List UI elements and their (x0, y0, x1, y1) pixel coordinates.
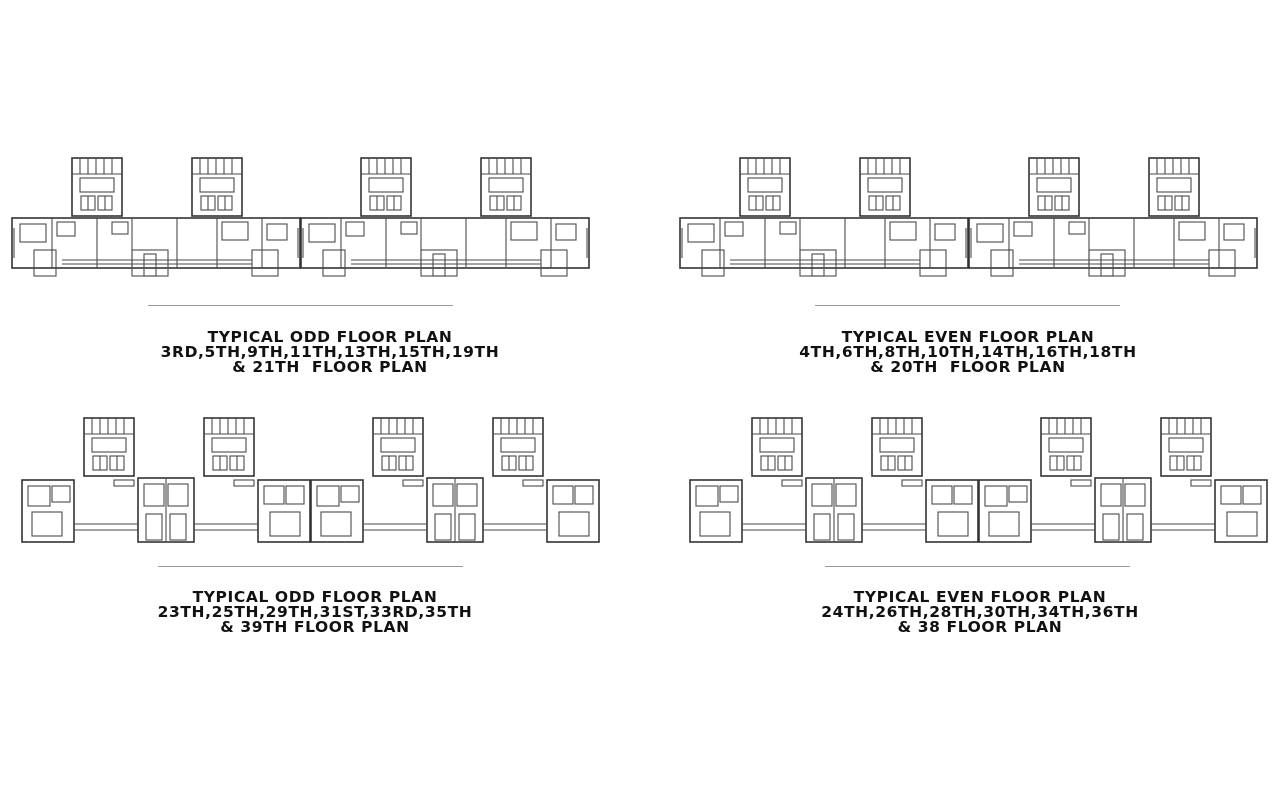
divider-line (815, 305, 1120, 306)
caption-floors: 23TH,25TH,29TH,31ST,33RD,35TH (157, 603, 473, 621)
plan-linework (11, 157, 590, 277)
floor-plan-caption: TYPICAL EVEN FLOOR PLAN 24TH,26TH,28TH,3… (720, 588, 1240, 636)
caption-floors: 24TH,26TH,28TH,30TH,34TH,36TH (821, 603, 1139, 621)
floor-plan-drawing-odd-high (21, 417, 600, 543)
floor-plan-panel-odd-low: TYPICAL ODD FLOOR PLAN 3RD,5TH,9TH,11TH,… (0, 0, 640, 400)
plan-linework (679, 157, 1258, 277)
caption-floors-end: & 21TH FLOOR PLAN (232, 358, 428, 376)
divider-line (148, 305, 453, 306)
floor-plan-panel-even-high: TYPICAL EVEN FLOOR PLAN 24TH,26TH,28TH,3… (640, 400, 1280, 800)
floor-plan-drawing-even-low (679, 157, 1258, 277)
floor-plan-drawing-even-high (689, 417, 1268, 543)
caption-title: TYPICAL ODD FLOOR PLAN (207, 328, 453, 346)
floor-plan-drawing-odd-low (11, 157, 590, 277)
caption-floors-end: & 38 FLOOR PLAN (897, 618, 1063, 636)
plan-linework (21, 417, 600, 543)
caption-title: TYPICAL ODD FLOOR PLAN (192, 588, 438, 606)
divider-line (158, 566, 463, 567)
caption-floors: 3RD,5TH,9TH,11TH,13TH,15TH,19TH (160, 343, 500, 361)
caption-floors: 4TH,6TH,8TH,10TH,14TH,16TH,18TH (799, 343, 1137, 361)
plan-linework (689, 417, 1268, 543)
caption-floors-end: & 39TH FLOOR PLAN (220, 618, 410, 636)
divider-line (825, 566, 1130, 567)
caption-title: TYPICAL EVEN FLOOR PLAN (841, 328, 1095, 346)
floor-plan-caption: TYPICAL EVEN FLOOR PLAN 4TH,6TH,8TH,10TH… (738, 328, 1198, 376)
caption-title: TYPICAL EVEN FLOOR PLAN (853, 588, 1107, 606)
floor-plan-caption: TYPICAL ODD FLOOR PLAN 23TH,25TH,29TH,31… (55, 588, 575, 636)
floor-plan-caption: TYPICAL ODD FLOOR PLAN 3RD,5TH,9TH,11TH,… (100, 328, 560, 376)
floor-plan-panel-even-low: TYPICAL EVEN FLOOR PLAN 4TH,6TH,8TH,10TH… (640, 0, 1280, 400)
caption-floors-end: & 20TH FLOOR PLAN (870, 358, 1066, 376)
floor-plan-panel-odd-high: TYPICAL ODD FLOOR PLAN 23TH,25TH,29TH,31… (0, 400, 640, 800)
